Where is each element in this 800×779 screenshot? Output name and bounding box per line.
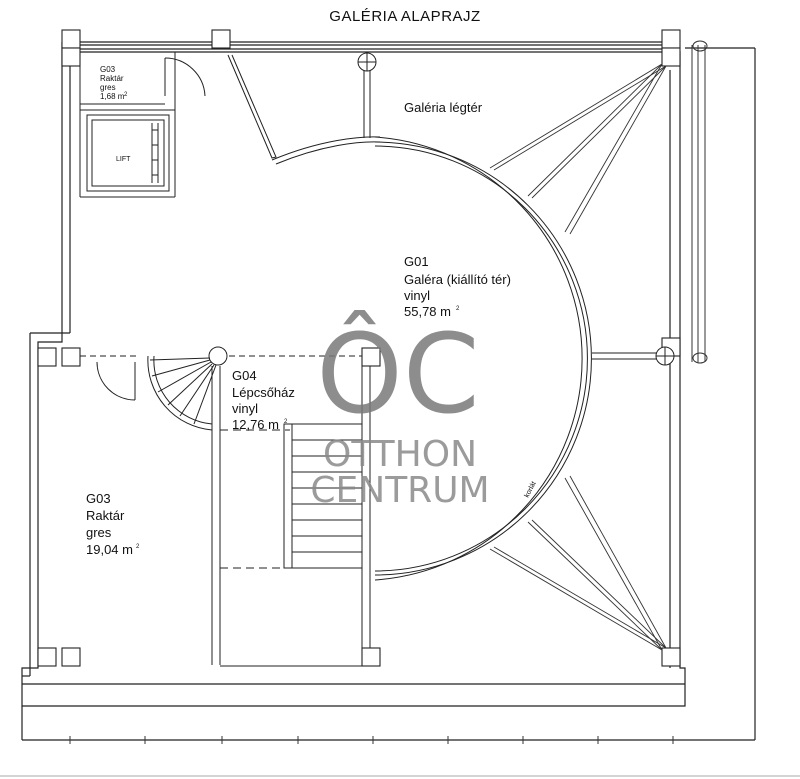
gallery-void-outline xyxy=(227,52,381,165)
svg-text:gres: gres xyxy=(86,525,112,540)
svg-text:55,78 m: 55,78 m xyxy=(404,304,451,319)
outer-walls xyxy=(0,41,800,777)
watermark-line1: OTTHON xyxy=(323,434,477,475)
svg-text:Raktár: Raktár xyxy=(100,74,124,83)
plan-title: GALÉRIA ALAPRAJZ xyxy=(329,8,480,25)
small-storage-label: G03 Raktár gres 1,68 m 2 xyxy=(100,65,128,101)
stairwell-walls xyxy=(80,355,371,667)
svg-text:2: 2 xyxy=(136,544,140,550)
svg-text:vinyl: vinyl xyxy=(232,401,258,416)
svg-text:Galéra (kiállító tér): Galéra (kiállító tér) xyxy=(404,272,511,287)
svg-text:vinyl: vinyl xyxy=(404,288,430,303)
rail-note: korlát xyxy=(524,480,538,498)
watermark-line2: CENTRUM xyxy=(310,470,489,511)
watermark-logo: ÔC xyxy=(316,309,479,438)
lower-cables xyxy=(489,475,667,651)
columns xyxy=(37,29,681,667)
svg-text:G03: G03 xyxy=(100,65,116,74)
otthon-centrum-watermark: ÔC OTTHON CENTRUM xyxy=(310,309,489,511)
gallery-void-label: Galéria légtér xyxy=(404,100,483,115)
svg-text:gres: gres xyxy=(100,83,116,92)
svg-text:19,04 m: 19,04 m xyxy=(86,542,133,557)
svg-text:G03: G03 xyxy=(86,491,111,506)
small-storage-walls xyxy=(79,52,206,198)
right-connector xyxy=(592,346,675,366)
svg-text:G01: G01 xyxy=(404,254,429,269)
g04-label: G04 Lépcsőház vinyl 12,76 m 2 xyxy=(232,368,295,432)
g01-label: G01 Galéra (kiállító tér) vinyl 55,78 m … xyxy=(404,254,511,319)
upper-cables xyxy=(489,63,667,235)
svg-text:Raktár: Raktár xyxy=(86,508,125,523)
straight-stair xyxy=(283,423,363,569)
right-rail xyxy=(691,40,708,364)
svg-text:2: 2 xyxy=(284,419,288,425)
storage-door xyxy=(96,361,136,401)
spiral-stair xyxy=(147,346,228,431)
gallery-curved-edge xyxy=(374,136,592,581)
bottom-ticks xyxy=(69,736,674,744)
svg-text:Lépcsőház: Lépcsőház xyxy=(232,385,295,400)
lift-label: LIFT xyxy=(116,156,131,163)
svg-text:2: 2 xyxy=(124,92,128,98)
svg-text:G04: G04 xyxy=(232,368,257,383)
svg-text:1,68 m: 1,68 m xyxy=(100,92,125,101)
g03-large-label: G03 Raktár gres 19,04 m 2 xyxy=(86,491,140,557)
svg-text:12,76 m: 12,76 m xyxy=(232,417,279,432)
svg-text:2: 2 xyxy=(456,306,460,312)
